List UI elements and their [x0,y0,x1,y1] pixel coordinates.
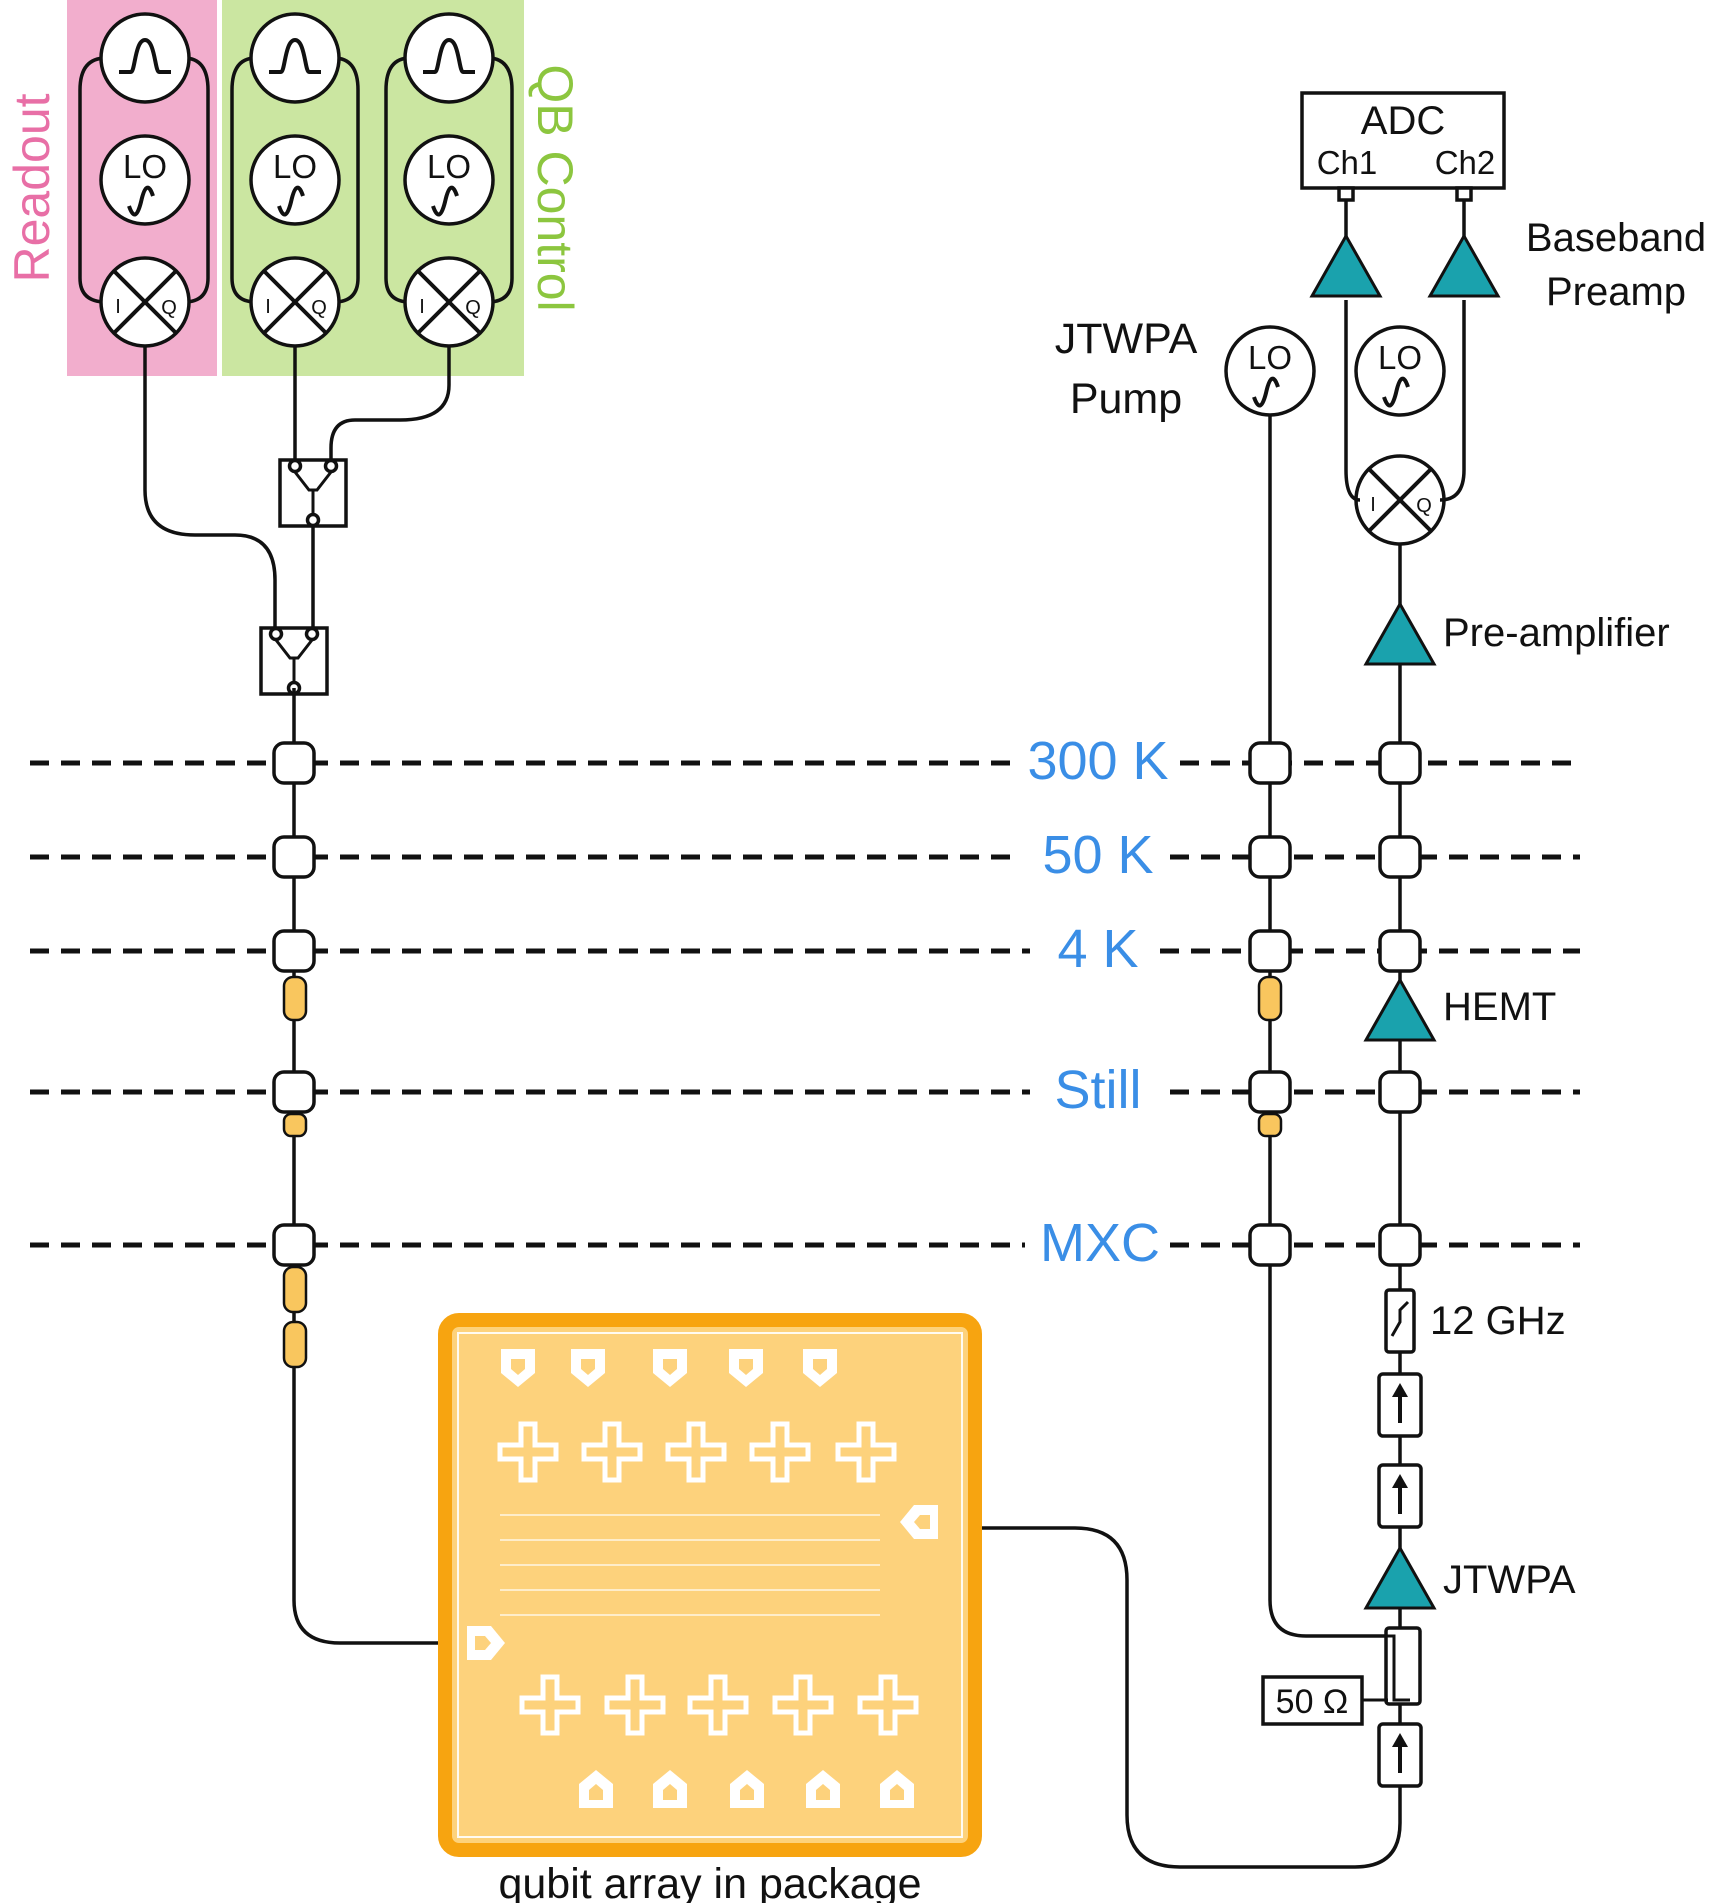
attenuator-icon [1257,1112,1283,1138]
control-source-chain-1 [230,12,360,348]
jtwpa-pump-label-line2: Pump [1070,375,1182,423]
iq-mixer-icon [403,256,495,348]
stage-label-still: Still [1054,1060,1141,1120]
adc-ch2-label: Ch2 [1435,144,1496,181]
input-line-components [272,741,470,1645]
pulse-icon [403,12,495,104]
amplifier-triangle-icon [1310,234,1382,298]
adc-ch1-label: Ch1 [1317,144,1378,181]
attenuator-icon [282,1320,308,1369]
jtwpa-label: JTWPA [1443,1558,1576,1602]
amplifier-triangle-icon [1428,234,1500,298]
adc-label: ADC [1361,99,1445,143]
termination-box [1261,1675,1364,1726]
combiner-icon [278,458,348,528]
jtwpa-pump-label-line1: JTWPA [1055,315,1198,363]
iq-mixer-icon [99,256,191,348]
lo-sine-icon [99,134,191,226]
stage-label-300k: 300 K [1027,731,1168,791]
qubit-array-label: qubit array in package [498,1860,921,1903]
readout-source-chain [78,12,210,348]
pre-amplifier-label: Pre-amplifier [1443,611,1670,655]
lo-sine-icon [1354,325,1446,417]
iq-mixer-icon [249,256,341,348]
isolator-icon [1377,1722,1423,1788]
temperature-stages [30,760,1580,1248]
qb-control-label: QB Control [527,64,583,311]
iq-mixer-icon [1354,454,1446,546]
output-chain [930,198,1500,1869]
isolator-icon [1377,1372,1423,1438]
amplifier-triangle-icon [1364,602,1436,666]
lo-sine-icon [1224,325,1316,417]
baseband-preamp-label-line1: Baseband [1526,216,1706,260]
control-source-chain-2 [384,12,514,348]
qubit-package [438,1313,982,1857]
combiner-icon [259,626,329,696]
stage-label-4k: 4 K [1057,919,1138,979]
amplifier-triangle-icon [1364,1546,1436,1610]
amplifier-triangle-icon [1364,978,1436,1042]
readout-label: Readout [4,93,60,282]
termination-label: 50 Ω [1276,1683,1349,1721]
directional-coupler-icon [1362,1626,1422,1706]
attenuator-icon [282,1265,308,1314]
attenuator-icon [1257,975,1283,1022]
attenuator-icon [282,975,308,1022]
stage-label-50k: 50 K [1042,825,1153,885]
lowpass-filter-icon [1384,1288,1416,1354]
stage-label-mxc: MXC [1040,1213,1160,1273]
jtwpa-pump-line [1224,325,1385,1638]
isolator-icon [1377,1463,1423,1529]
adc-box [1300,91,1506,202]
pulse-icon [249,12,341,104]
filter-12ghz-label: 12 GHz [1430,1299,1566,1343]
hemt-label: HEMT [1443,985,1556,1029]
baseband-preamp-label-line2: Preamp [1546,270,1686,314]
lo-sine-icon [249,134,341,226]
attenuator-icon [282,1112,308,1138]
lo-sine-icon [403,134,495,226]
pulse-icon [99,12,191,104]
